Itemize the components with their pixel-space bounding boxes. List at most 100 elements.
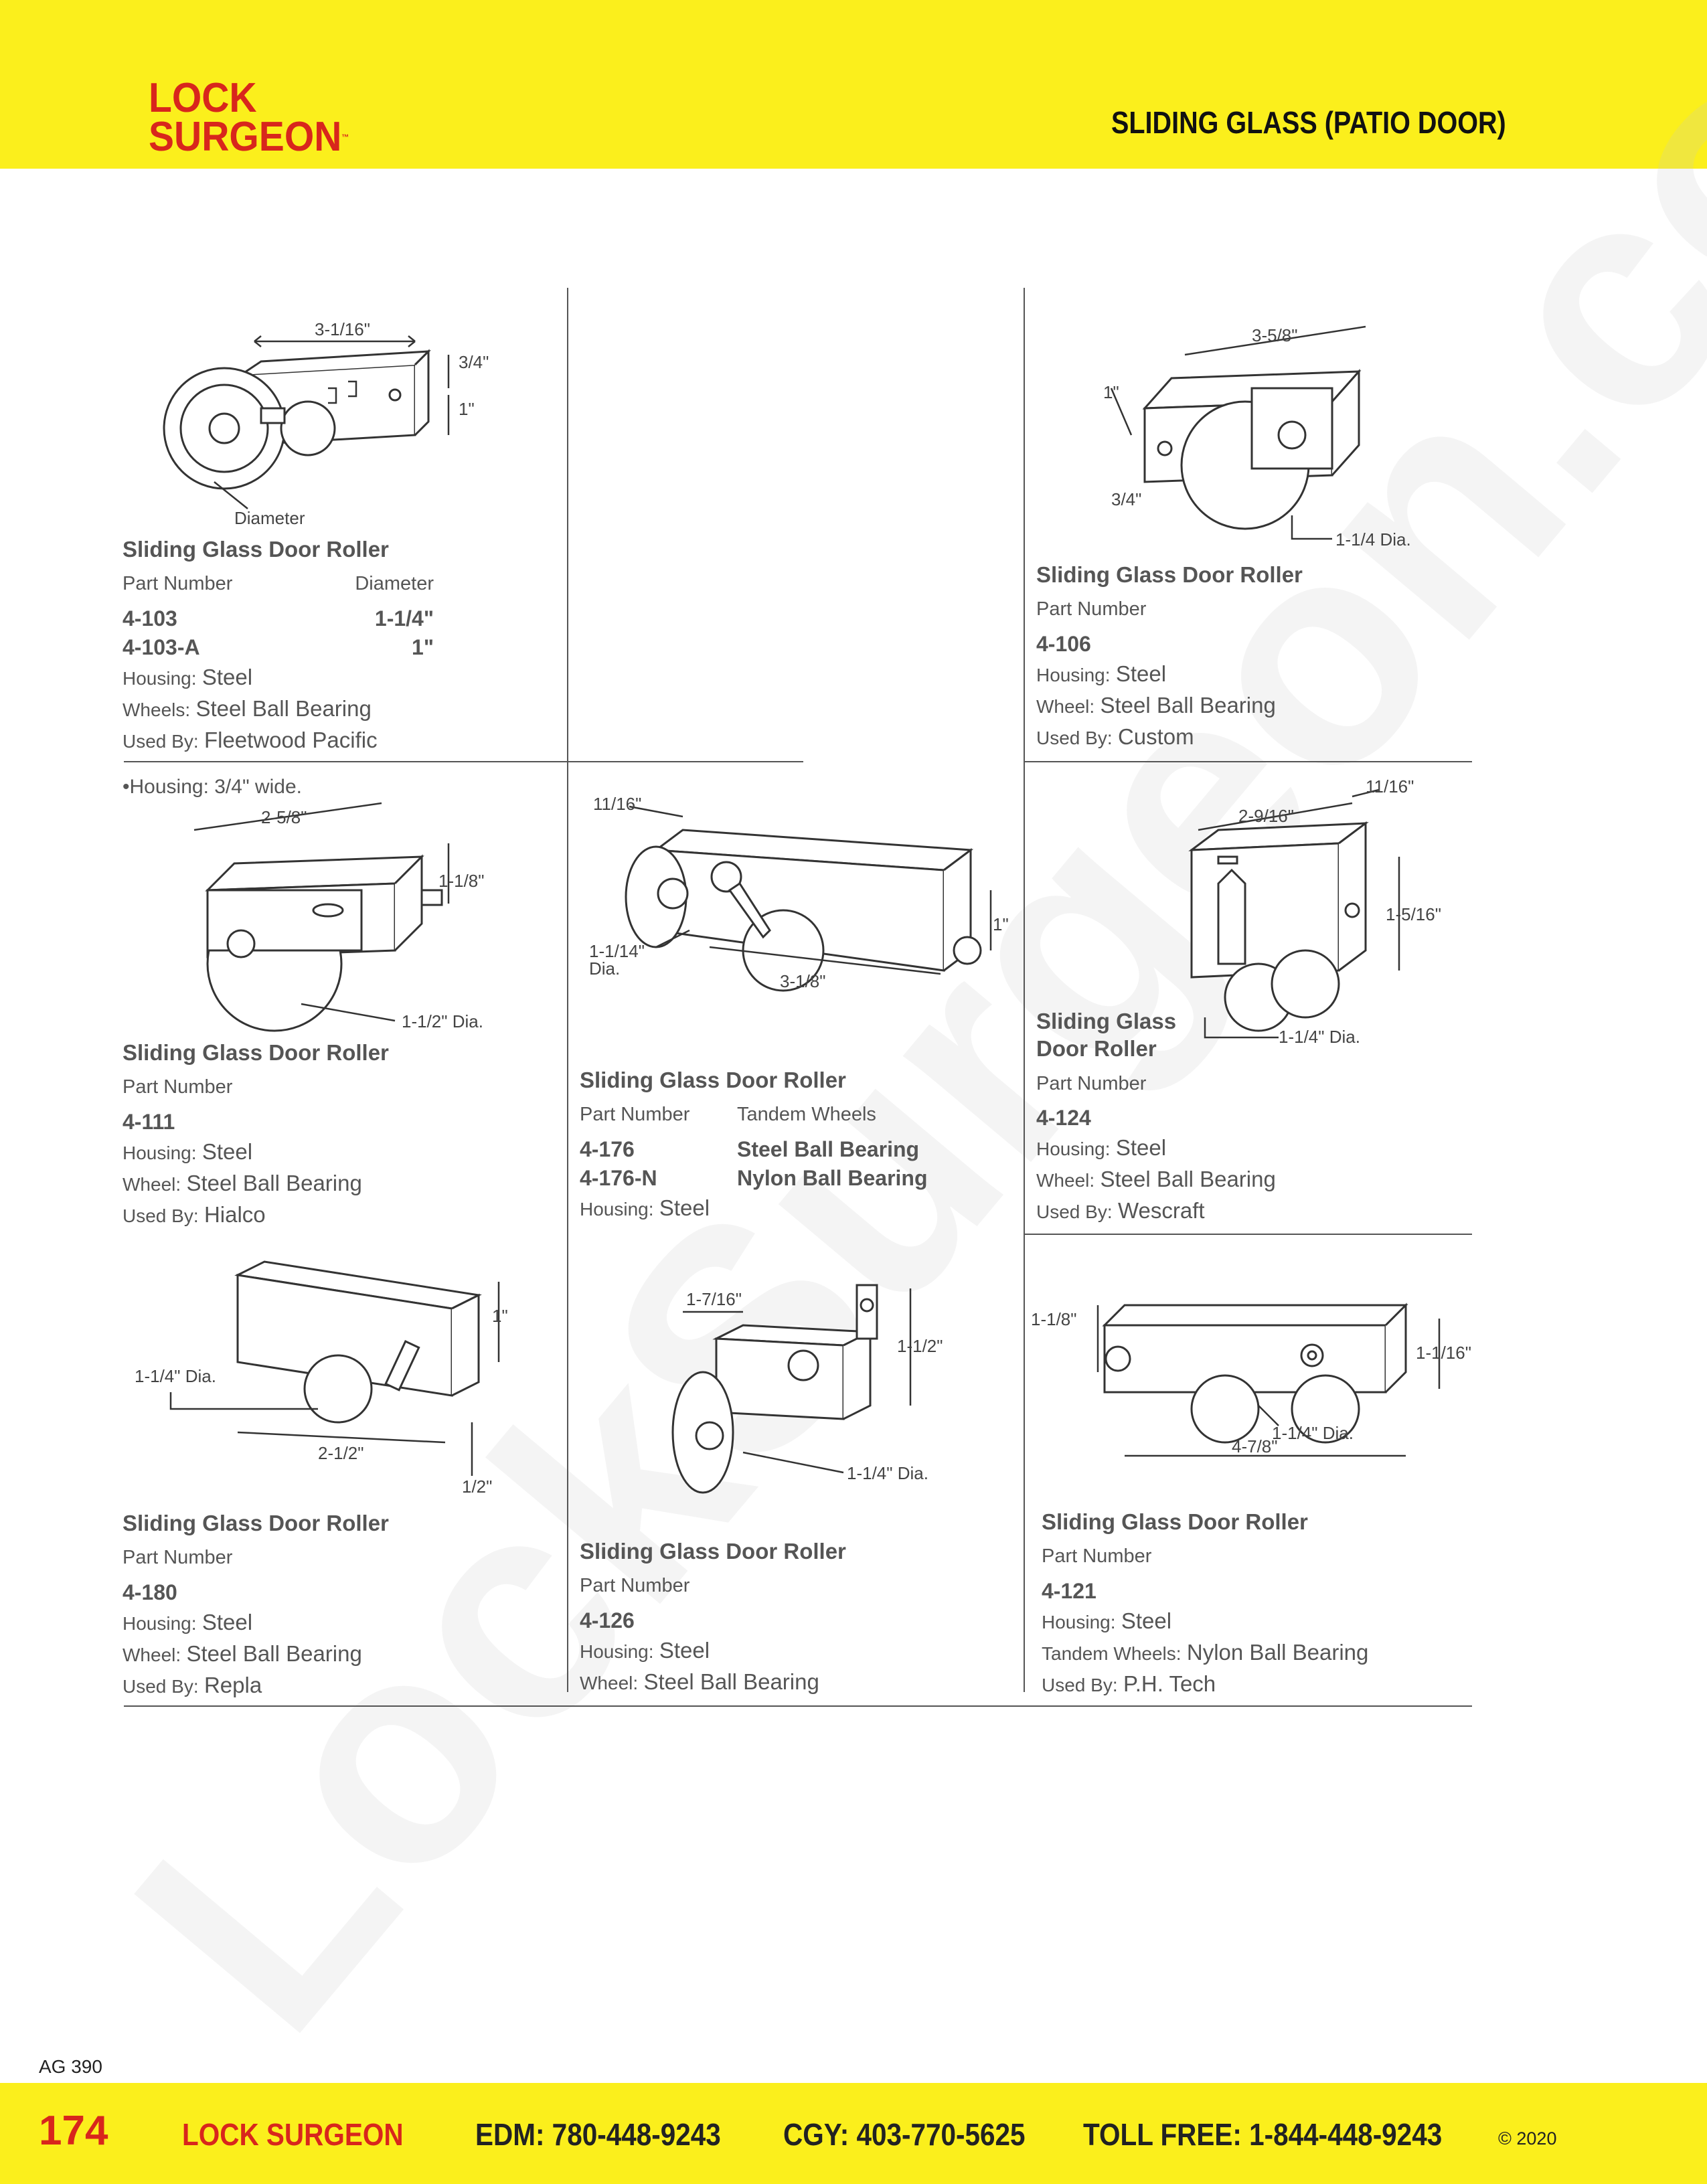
product-card-4-124: Sliding Glass Door Roller Part Number 4-… bbox=[1036, 1007, 1451, 1227]
spec-used-by: Used By: Wescraft bbox=[1036, 1197, 1205, 1223]
product-card-4-111: Sliding Glass Door Roller Part Number 4-… bbox=[123, 1039, 538, 1231]
divider-h1b bbox=[1024, 761, 1472, 762]
product-title: Sliding Glass Door Roller bbox=[580, 1539, 846, 1564]
part-number: 4-124 bbox=[1036, 1106, 1091, 1130]
spec-used-by: Used By: Repla bbox=[123, 1672, 262, 1697]
divider-v1-mid bbox=[567, 762, 568, 1692]
spec-wheel: Wheel: Steel Ball Bearing bbox=[1036, 1167, 1276, 1192]
lock-surgeon-logo: LOCK SURGEON™ bbox=[149, 75, 349, 158]
diameter-value: 1" bbox=[412, 635, 434, 659]
part-number-label: Part Number bbox=[580, 1575, 690, 1597]
dim-length: 2-1/2" bbox=[318, 1443, 364, 1463]
wheel-type: Nylon Ball Bearing bbox=[737, 1165, 928, 1190]
part-number: 4-176-N bbox=[580, 1165, 657, 1190]
footer-toll-free-phone: TOLL FREE: 1-844-448-9243 bbox=[1083, 2117, 1443, 2152]
tandem-wheels-label: Tandem Wheels bbox=[737, 1104, 876, 1126]
roller-diagram-4-121: 1-1/8" 1-1/16" 1-1/4" Dia. 4-7/8" bbox=[1024, 1272, 1493, 1476]
dim-length: 2-5/8" bbox=[261, 807, 307, 827]
roller-diagram-4-124: 11/16" 2-9/16" 1-5/16" 1-1/4" Dia. bbox=[1138, 776, 1441, 1061]
dim-width: 1/2" bbox=[462, 1477, 492, 1497]
part-number-label: Part Number bbox=[1036, 598, 1147, 620]
dim-length: 2-9/16" bbox=[1238, 806, 1294, 826]
divider-h1 bbox=[124, 761, 803, 762]
part-number-label: Part Number bbox=[580, 1104, 690, 1126]
roller-diagram-4-111: 2-5/8" 1-1/8" 1-1/2" Dia. bbox=[174, 796, 522, 1047]
spec-housing: Housing: Steel bbox=[580, 1637, 710, 1663]
divider-h3 bbox=[124, 1705, 1472, 1707]
divider-h2 bbox=[1024, 1234, 1472, 1235]
logo-line-1: LOCK bbox=[149, 75, 257, 121]
dim-length: 1-7/16" bbox=[686, 1289, 742, 1309]
wheel-type: Steel Ball Bearing bbox=[737, 1137, 920, 1161]
footer-band bbox=[0, 2083, 1707, 2184]
dim-width: 11/16" bbox=[1366, 776, 1414, 796]
dim-height: 1-1/8" bbox=[438, 871, 485, 891]
dim-wheel-dia: Dia. bbox=[589, 958, 620, 979]
product-card-4-126: Sliding Glass Door Roller Part Number 4-… bbox=[580, 1537, 995, 1698]
product-card-4-121: Sliding Glass Door Roller Part Number 4-… bbox=[1042, 1508, 1457, 1700]
dim-height: 1-1/2" bbox=[897, 1336, 943, 1356]
dim-height: 1-1/8" bbox=[1031, 1309, 1077, 1329]
part-number-label: Part Number bbox=[123, 1076, 233, 1098]
dim-length: 3-5/8" bbox=[1252, 325, 1298, 345]
spec-housing: Housing: Steel bbox=[123, 665, 253, 690]
dim-wheel: 1-1/4" Dia. bbox=[1272, 1423, 1354, 1443]
dim-height: 1" bbox=[492, 1306, 508, 1326]
dim-length: 3-1/8" bbox=[780, 971, 826, 991]
dim-wheel: 1-1/4 Dia. bbox=[1335, 529, 1411, 550]
roller-diagram-4-103: 3-1/16" 3/4" 1" Diameter bbox=[147, 315, 522, 532]
product-title: Sliding Glass Door Roller bbox=[123, 1511, 389, 1535]
divider-v2-top bbox=[1024, 288, 1025, 762]
spec-housing: Housing: Steel bbox=[1042, 1608, 1172, 1633]
spec-housing: Housing: Steel bbox=[123, 1609, 253, 1634]
footer-edm-phone: EDM: 780-448-9243 bbox=[475, 2117, 721, 2152]
dim-wheel: 1-1/4" Dia. bbox=[847, 1463, 928, 1483]
part-number: 4-121 bbox=[1042, 1578, 1096, 1603]
dim-height: 1" bbox=[1103, 382, 1119, 402]
product-title-line-1: Sliding Glass bbox=[1036, 1009, 1177, 1033]
part-number: 4-180 bbox=[123, 1580, 177, 1604]
spec-housing: Housing: Steel bbox=[1036, 661, 1167, 686]
page-number: 174 bbox=[39, 2108, 108, 2154]
spec-used-by: Used By: Fleetwood Pacific bbox=[123, 727, 378, 752]
product-card-4-176: Sliding Glass Door Roller Part Number 4-… bbox=[580, 1066, 1015, 1224]
part-number: 4-176 bbox=[580, 1137, 635, 1161]
product-title: Sliding Glass Door Roller bbox=[123, 537, 389, 562]
dim-width: 11/16" bbox=[593, 794, 641, 814]
product-title: Sliding Glass Door Roller bbox=[1042, 1509, 1308, 1534]
catalog-code: AG 390 bbox=[39, 2056, 102, 2077]
divider-v2-mid bbox=[1024, 762, 1025, 1692]
dim-wheel: 1-1/4" Dia. bbox=[1279, 1027, 1360, 1047]
spec-used-by: Used By: P.H. Tech bbox=[1042, 1671, 1216, 1696]
part-number: 4-103 bbox=[123, 606, 177, 631]
product-card-4-103: Sliding Glass Door Roller Part Number 4-… bbox=[123, 535, 538, 756]
diameter-label: Diameter bbox=[355, 573, 434, 595]
spec-housing: Housing: Steel bbox=[1036, 1135, 1167, 1161]
spec-used-by: Used By: Hialco bbox=[123, 1201, 266, 1227]
dim-depth: 1" bbox=[459, 399, 475, 419]
spec-wheel: Wheel: Steel Ball Bearing bbox=[123, 1641, 362, 1666]
dim-wheel: 1-1/14" bbox=[589, 941, 645, 961]
copyright: © 2020 bbox=[1498, 2128, 1557, 2149]
dim-height: 1-5/16" bbox=[1386, 904, 1441, 924]
product-title: Sliding Glass Door Roller bbox=[1036, 562, 1303, 587]
spec-used-by: Used By: Custom bbox=[1036, 724, 1194, 749]
spec-wheel: Wheel: Steel Ball Bearing bbox=[1036, 692, 1276, 718]
spec-wheel: Tandem Wheels: Nylon Ball Bearing bbox=[1042, 1639, 1369, 1665]
product-title: Sliding Glass Door Roller bbox=[580, 1068, 846, 1092]
footer-cgy-phone: CGY: 403-770-5625 bbox=[783, 2117, 1026, 2152]
diameter-value: 1-1/4" bbox=[374, 606, 434, 631]
housing-width-note: •Housing: 3/4" wide. bbox=[123, 776, 302, 798]
header-band bbox=[0, 0, 1707, 169]
roller-diagram-4-180: 1" 1-1/4" Dia. 2-1/2" 1/2" bbox=[131, 1248, 508, 1506]
part-number: 4-111 bbox=[123, 1109, 175, 1134]
dim-right-height: 1-1/16" bbox=[1416, 1343, 1471, 1363]
divider-v1-top bbox=[567, 288, 568, 762]
product-card-4-180: Sliding Glass Door Roller Part Number 4-… bbox=[123, 1509, 538, 1701]
part-number: 4-126 bbox=[580, 1608, 635, 1632]
spec-housing: Housing: Steel bbox=[123, 1139, 253, 1164]
roller-diagram-4-176: 11/16" 1" 1-1/14" Dia. 3-1/8" bbox=[589, 790, 1009, 1007]
part-number: 4-103-A bbox=[123, 635, 200, 659]
roller-diagram-4-126: 1-7/16" 1-1/2" 1-1/4" Dia. bbox=[643, 1272, 964, 1529]
part-number-label: Part Number bbox=[123, 573, 233, 595]
